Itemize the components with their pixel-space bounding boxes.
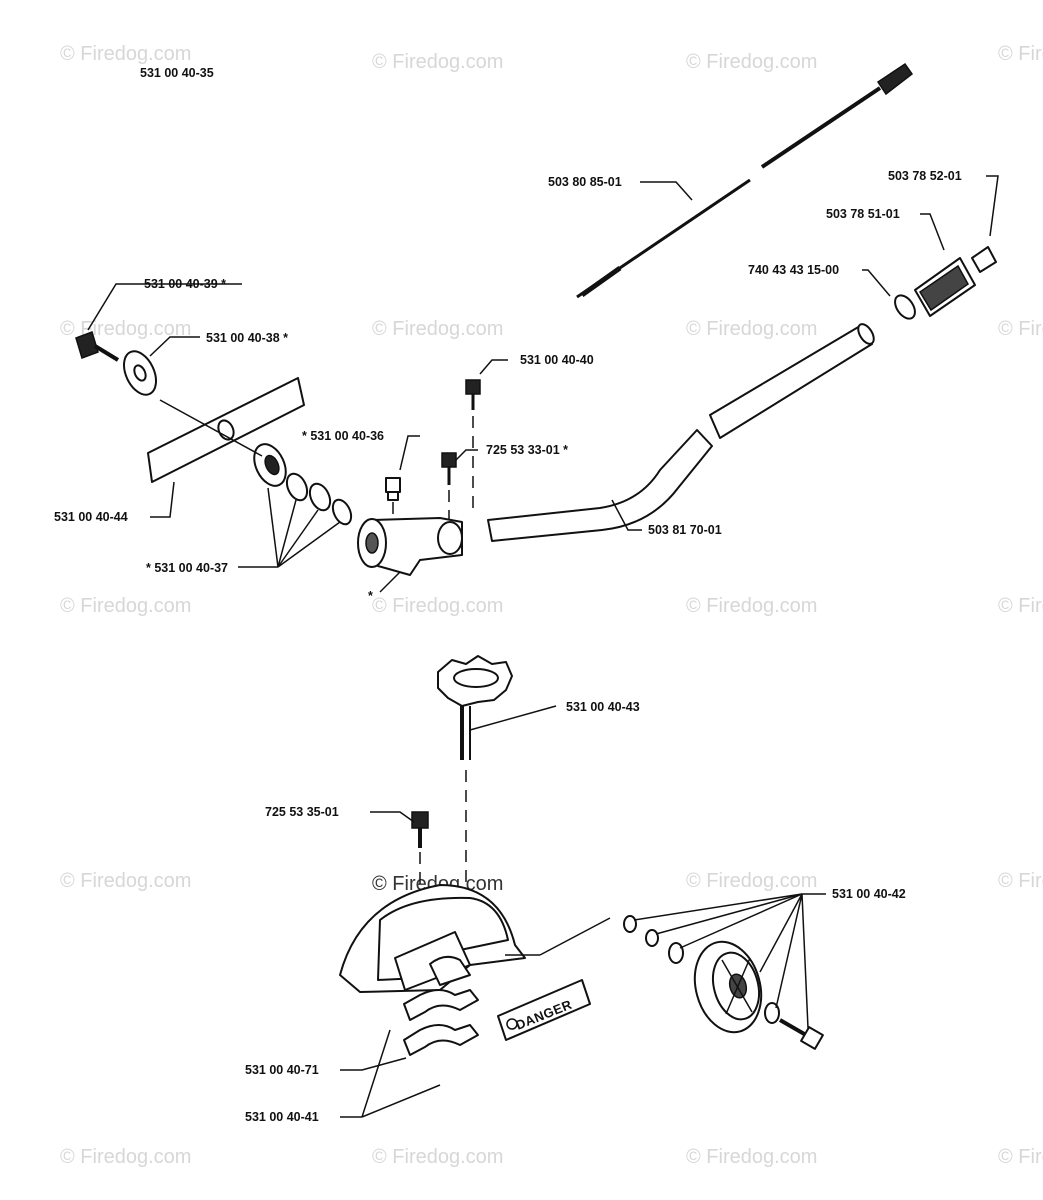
label-531-00-40-36: * 531 00 40-36 [302,429,384,443]
edger-blade [147,377,305,483]
label-531-00-40-37: * 531 00 40-37 [146,561,228,575]
watermark: © Firedog.com [686,870,817,892]
screw-36 [385,477,401,522]
label-503-80-85-01: 503 80 85-01 [548,175,622,189]
watermark: © Firedog.com [60,595,191,617]
watermark: © Firedog.com [372,1146,503,1168]
watermark: © Firedog.com [998,595,1043,617]
label-503-78-51-01: 503 78 51-01 [826,207,900,221]
gear-housing [357,517,463,576]
watermarks: © Firedog.com © Firedog.com © Firedog.co… [60,43,1043,1168]
label-725-53-33-01: 725 53 33-01 * [486,443,568,457]
screw-40 [465,379,481,510]
watermark: © Firedog.com [686,51,817,73]
label-asterisk: * [368,589,373,603]
drive-shaft [576,62,914,299]
blade-bolt [75,331,157,396]
watermark: © Firedog.com [998,43,1043,65]
watermark: © Firedog.com [60,1146,191,1168]
bearings [253,443,353,526]
filter-assembly [894,246,997,320]
label-531-00-40-71: 531 00 40-71 [245,1063,319,1077]
watermark: © Firedog.com [372,318,503,340]
adjustment-knob [437,655,513,960]
watermark: © Firedog.com [372,51,503,73]
label-531-00-40-44: 531 00 40-44 [54,510,128,524]
label-531-00-40-40: 531 00 40-40 [520,353,594,367]
leader-lines-bottom [340,705,826,1118]
label-503-81-70-01: 503 81 70-01 [648,523,722,537]
watermark: © Firedog.com [686,318,817,340]
label-531-00-40-38: 531 00 40-38 * [206,331,288,345]
watermark: © Firedog.com [686,1146,817,1168]
leader-lines-top [87,175,999,593]
watermark: © Firedog.com [998,870,1043,892]
watermark: © Firedog.com [60,870,191,892]
label-531-00-40-41: 531 00 40-41 [245,1110,319,1124]
label-725-53-35-01: 725 53 35-01 [265,805,339,819]
watermark: © Firedog.com [998,1146,1043,1168]
label-531-00-40-42: 531 00 40-42 [832,887,906,901]
lower-tube [487,323,875,542]
label-531-00-40-39: 531 00 40-39 * [144,277,226,291]
watermark: © Firedog.com [998,318,1043,340]
wheel-hardware [623,915,824,1050]
label-503-78-52-01: 503 78 52-01 [888,169,962,183]
label-531-00-40-43: 531 00 40-43 [566,700,640,714]
clamp [403,989,479,1056]
label-740-43-43-15-00: 740 43 43 15-00 [748,263,839,277]
screw-33 [441,452,457,520]
danger-decal: DANGER [497,979,591,1041]
blade-guard [339,884,611,993]
watermark: © Firedog.com [686,595,817,617]
watermark: © Firedog.com [372,595,503,617]
watermark: © Firedog.com [60,43,191,65]
diagram-title: 531 00 40-35 [140,66,214,80]
